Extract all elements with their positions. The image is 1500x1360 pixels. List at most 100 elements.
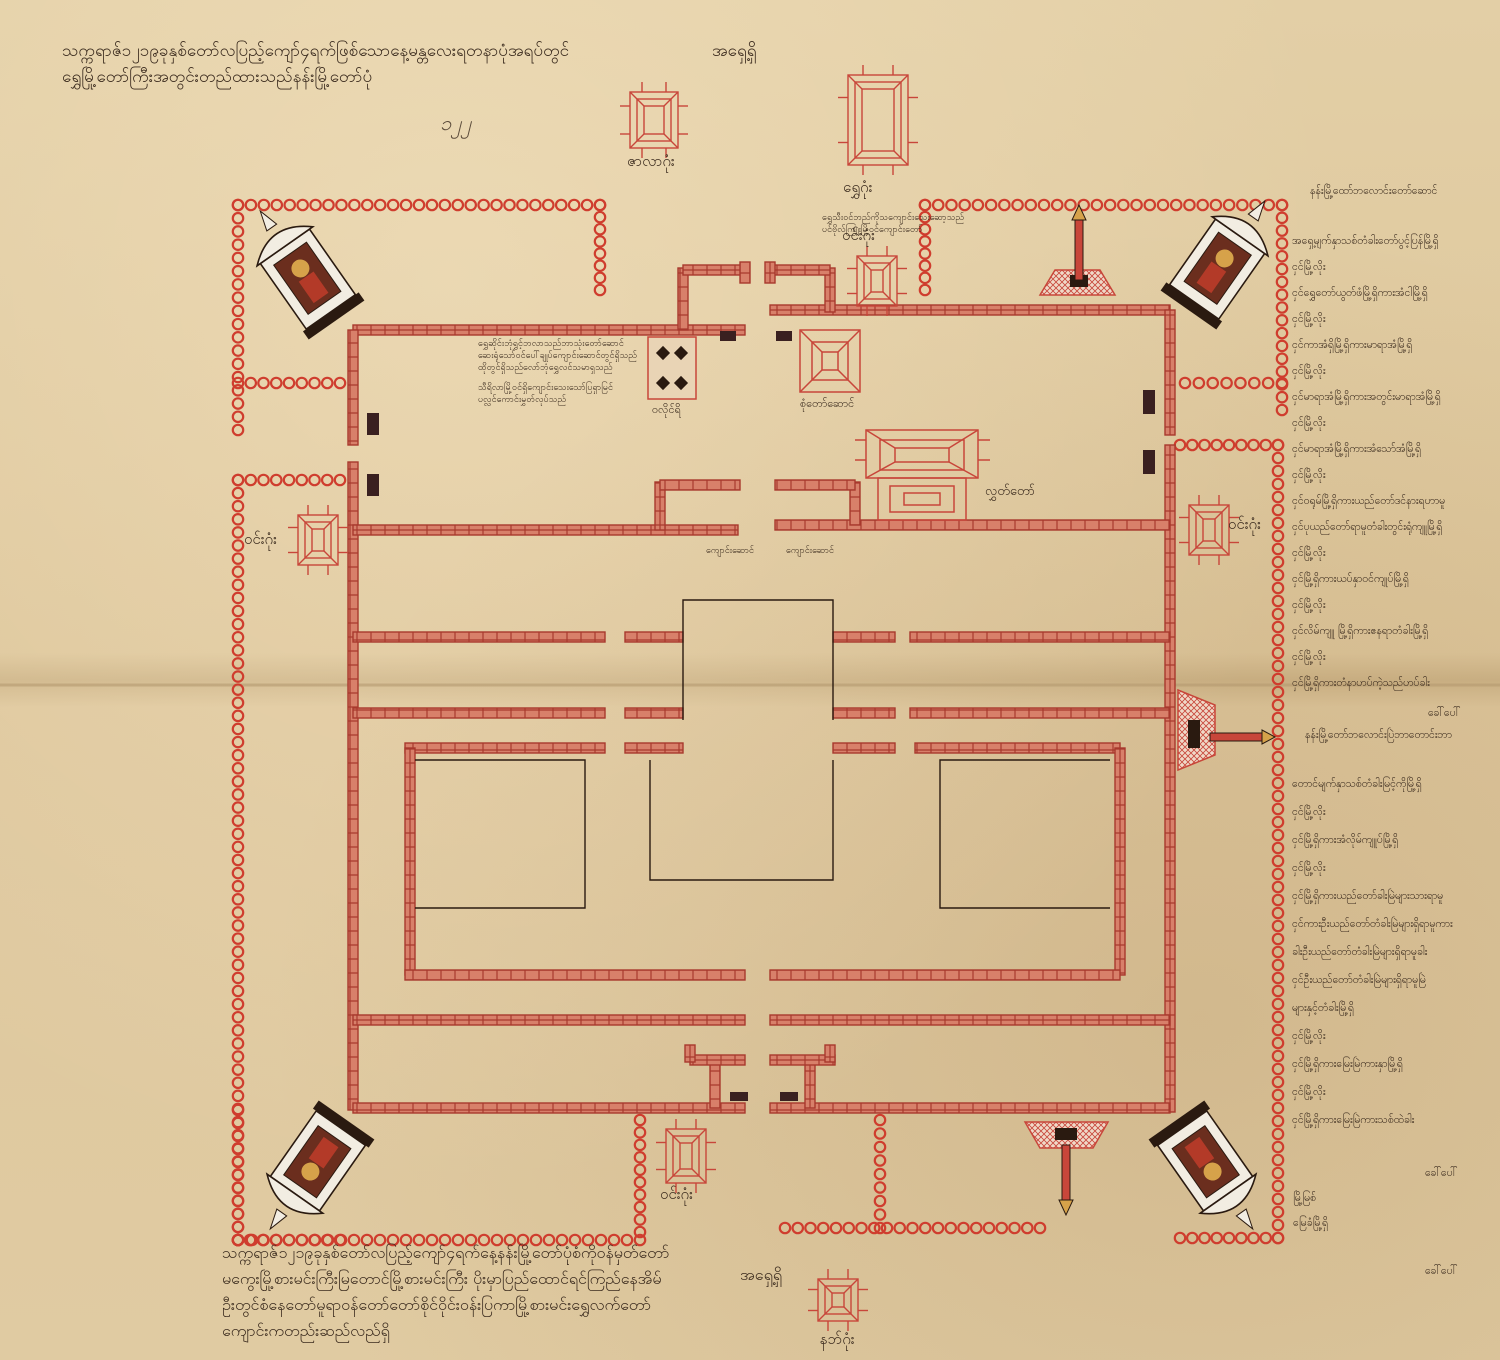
wall-bead (555, 1233, 569, 1247)
wall-bead (231, 1194, 245, 1208)
wall-bead (1275, 288, 1289, 301)
wall-bead (1198, 438, 1211, 452)
legend-footer-1: မြို့မြစ် (1293, 1192, 1317, 1204)
pavilion-outline (847, 74, 909, 166)
wall-bead (231, 801, 245, 814)
legend-item: ငှင်ကားဦးယည်တော်တံခါးမြဲများရှိရာမူကား (1292, 918, 1453, 930)
brick-wall (404, 747, 416, 976)
wall-bead (594, 1233, 608, 1247)
wall-bead (231, 1181, 245, 1195)
note-line: ထိုတွင်ရှိသည်လော်ဘုံရွှေလင်သမာရှသည် (478, 363, 613, 373)
wall-bead (1275, 275, 1289, 289)
brick-wall (624, 631, 684, 643)
gate-pavilion-south-inner (656, 1119, 716, 1193)
watchtower-northeast (1160, 199, 1270, 330)
wall-bead (1271, 945, 1285, 959)
wall-bead (412, 198, 426, 212)
wall-bead (1222, 198, 1236, 212)
wall-bead (1275, 365, 1289, 378)
wall-bead (347, 1233, 361, 1247)
brick-wall (914, 742, 1121, 754)
pavilion-outline (856, 255, 898, 307)
legend-item: ငှင်မြို့လိုး (1292, 365, 1326, 377)
wall-bead (1050, 198, 1064, 212)
gate-pavilion-south-outer (808, 1269, 868, 1331)
wall-bead (829, 1221, 843, 1235)
wall-bead (231, 1063, 245, 1076)
wall-bead (580, 198, 594, 212)
wall-bead (1198, 1231, 1211, 1245)
wall-bead (633, 1233, 647, 1247)
pavilion-roof (863, 262, 891, 300)
wall-bead (231, 906, 245, 919)
wall-bead (231, 317, 245, 331)
wall-bead (1222, 1231, 1236, 1245)
brick-wall (804, 1059, 816, 1109)
wall-bead (931, 198, 945, 212)
wall-bead (1275, 339, 1289, 353)
wall-bead (231, 788, 245, 801)
wall-bead (969, 1221, 983, 1235)
wall-bead (957, 1221, 970, 1235)
wall-bead (320, 376, 334, 390)
wall-bead (438, 1233, 452, 1247)
brick-wall (769, 264, 831, 276)
wall-bead (1271, 672, 1285, 686)
wall-bead (1234, 438, 1248, 452)
wall-bead (873, 1127, 887, 1140)
wall-bead (1275, 224, 1289, 237)
wall-bead (231, 683, 245, 696)
note-line: သီရိလာမြို့ဝင်ရှိကျောင်းသေးသော်ပြရှာမြင် (478, 383, 613, 393)
wall-bead (425, 1233, 439, 1247)
wall-bead (1024, 198, 1038, 212)
wall-bead (231, 211, 245, 225)
wall-bead (1271, 828, 1285, 842)
gate-label-east: ဝင်းဂုံး (1228, 515, 1261, 533)
brick-wall (832, 631, 896, 643)
wall-bead (1271, 633, 1285, 647)
legend-footer-2: မြေခံမြို့ရှိ (1293, 1217, 1328, 1229)
wall-bead (568, 1233, 582, 1247)
pavilion-roof-peak (870, 269, 884, 293)
gatehouse-label-left: ကျောင်းဆောင် (706, 546, 755, 556)
gate-label-south-outer: နဘ်ဂုံး (820, 1330, 855, 1348)
wall-bead (231, 513, 245, 526)
wall-bead (633, 1151, 647, 1164)
wall-bead (231, 1116, 245, 1130)
wall-bead (1271, 971, 1285, 985)
wall-bead (873, 1208, 887, 1221)
wall-bead (231, 1103, 245, 1117)
legend-north-heading: နန်းမြို့ထော်ဘလောင်းတော်ဆောင် (1310, 185, 1438, 197)
wall-bead (944, 1221, 958, 1235)
wall-bead (1156, 198, 1170, 212)
wall-bead (918, 1221, 932, 1235)
wall-bead (995, 1221, 1009, 1235)
wall-bead (1271, 646, 1285, 660)
wall-bead (231, 499, 245, 513)
pavilion-roof (672, 1135, 700, 1177)
wall-bead (231, 383, 245, 397)
wall-bead (633, 1225, 647, 1239)
legend-item: ငှင်ရွှေတော်ယွတ်ဖံမြို့ရှိကားအံငါမြို့ရှ… (1292, 287, 1428, 299)
wall-bead (633, 1213, 647, 1226)
gate-pavilion-east (1179, 495, 1239, 565)
pavilion-roof-peak (679, 1142, 693, 1170)
wall-bead (1271, 1218, 1285, 1232)
wall-bead (373, 1233, 387, 1247)
wall-bead (593, 235, 607, 248)
wall-bead (231, 1220, 245, 1234)
wall-bead (231, 291, 245, 304)
wall-bead (1271, 477, 1285, 491)
wall-bead (231, 893, 245, 906)
gate-label-north-2: ရွှေဂုံး (843, 178, 873, 196)
wall-bead (231, 1010, 245, 1024)
brick-wall (769, 1014, 1171, 1026)
throne-hall (855, 429, 990, 521)
tower-base (312, 1100, 375, 1148)
wall-bead (593, 271, 607, 285)
wall-bead (1185, 1231, 1199, 1245)
watchtower-southeast (1148, 1100, 1258, 1231)
wall-bead (554, 198, 568, 212)
wall-bead (386, 198, 400, 212)
wall-bead (282, 1233, 296, 1247)
